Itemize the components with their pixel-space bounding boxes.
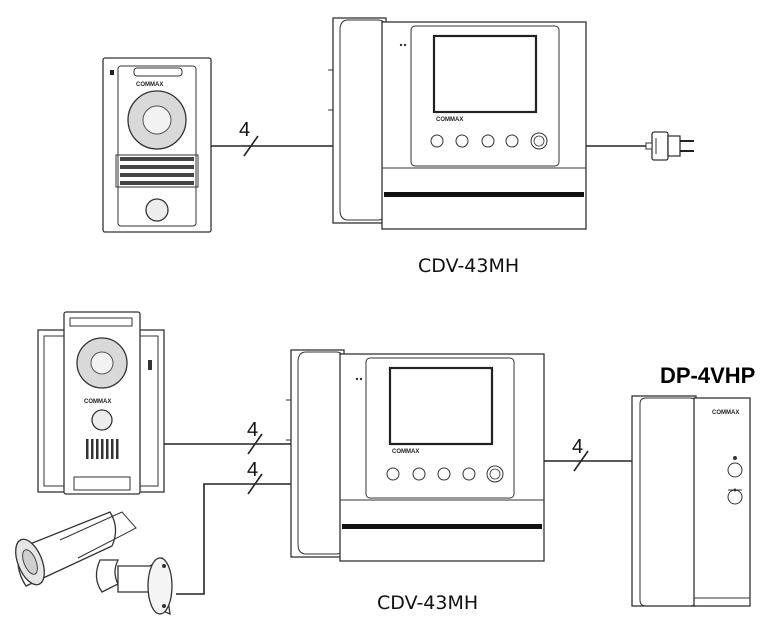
bottom-speaker-grille [86, 439, 119, 459]
bottom-monitor-screen [388, 366, 494, 446]
top-door-brand: COMMAX [136, 82, 163, 88]
door-led-icon [110, 70, 114, 75]
top-wire-count: 4 [239, 119, 250, 141]
handset-button-icon [727, 462, 743, 478]
bottom-wire-monitor-handset: 4 [544, 436, 632, 472]
cctv-camera-icon [15, 511, 173, 616]
top-monitor-screen [432, 34, 538, 114]
bottom-monitor: COMMAX [286, 349, 545, 562]
handset-label: DP-4VHP [660, 363, 755, 388]
bottom-wire-camera-monitor: 4 [176, 459, 291, 595]
top-monitor-buttons [430, 132, 548, 150]
handset-unit: COMMAX [631, 395, 751, 607]
bottom-monitor-label: CDV-43MH [377, 592, 478, 614]
handset-brand: COMMAX [712, 410, 739, 416]
top-wire-door-monitor: 4 [211, 119, 333, 157]
speaker-grille [115, 154, 199, 188]
bottom-monitor-brand: COMMAX [392, 449, 419, 455]
call-button-icon [145, 198, 169, 222]
bottom-door-wire-count: 4 [247, 419, 258, 441]
top-monitor-label: CDV-43MH [418, 255, 519, 277]
power-cord [586, 131, 694, 161]
handset-wire-count: 4 [572, 436, 583, 458]
camera-wire-count: 4 [247, 459, 258, 481]
bottom-call-button-icon [91, 409, 113, 431]
top-monitor: COMMAX [328, 17, 587, 230]
bottom-door-station: COMMAX [37, 311, 165, 495]
handset-door-open-icon [727, 489, 743, 505]
top-door-station: COMMAX [102, 57, 212, 233]
top-monitor-brand: COMMAX [436, 117, 463, 123]
bottom-wire-door-monitor: 4 [164, 419, 291, 455]
bottom-monitor-buttons [386, 465, 504, 483]
bottom-door-brand: COMMAX [84, 399, 111, 405]
